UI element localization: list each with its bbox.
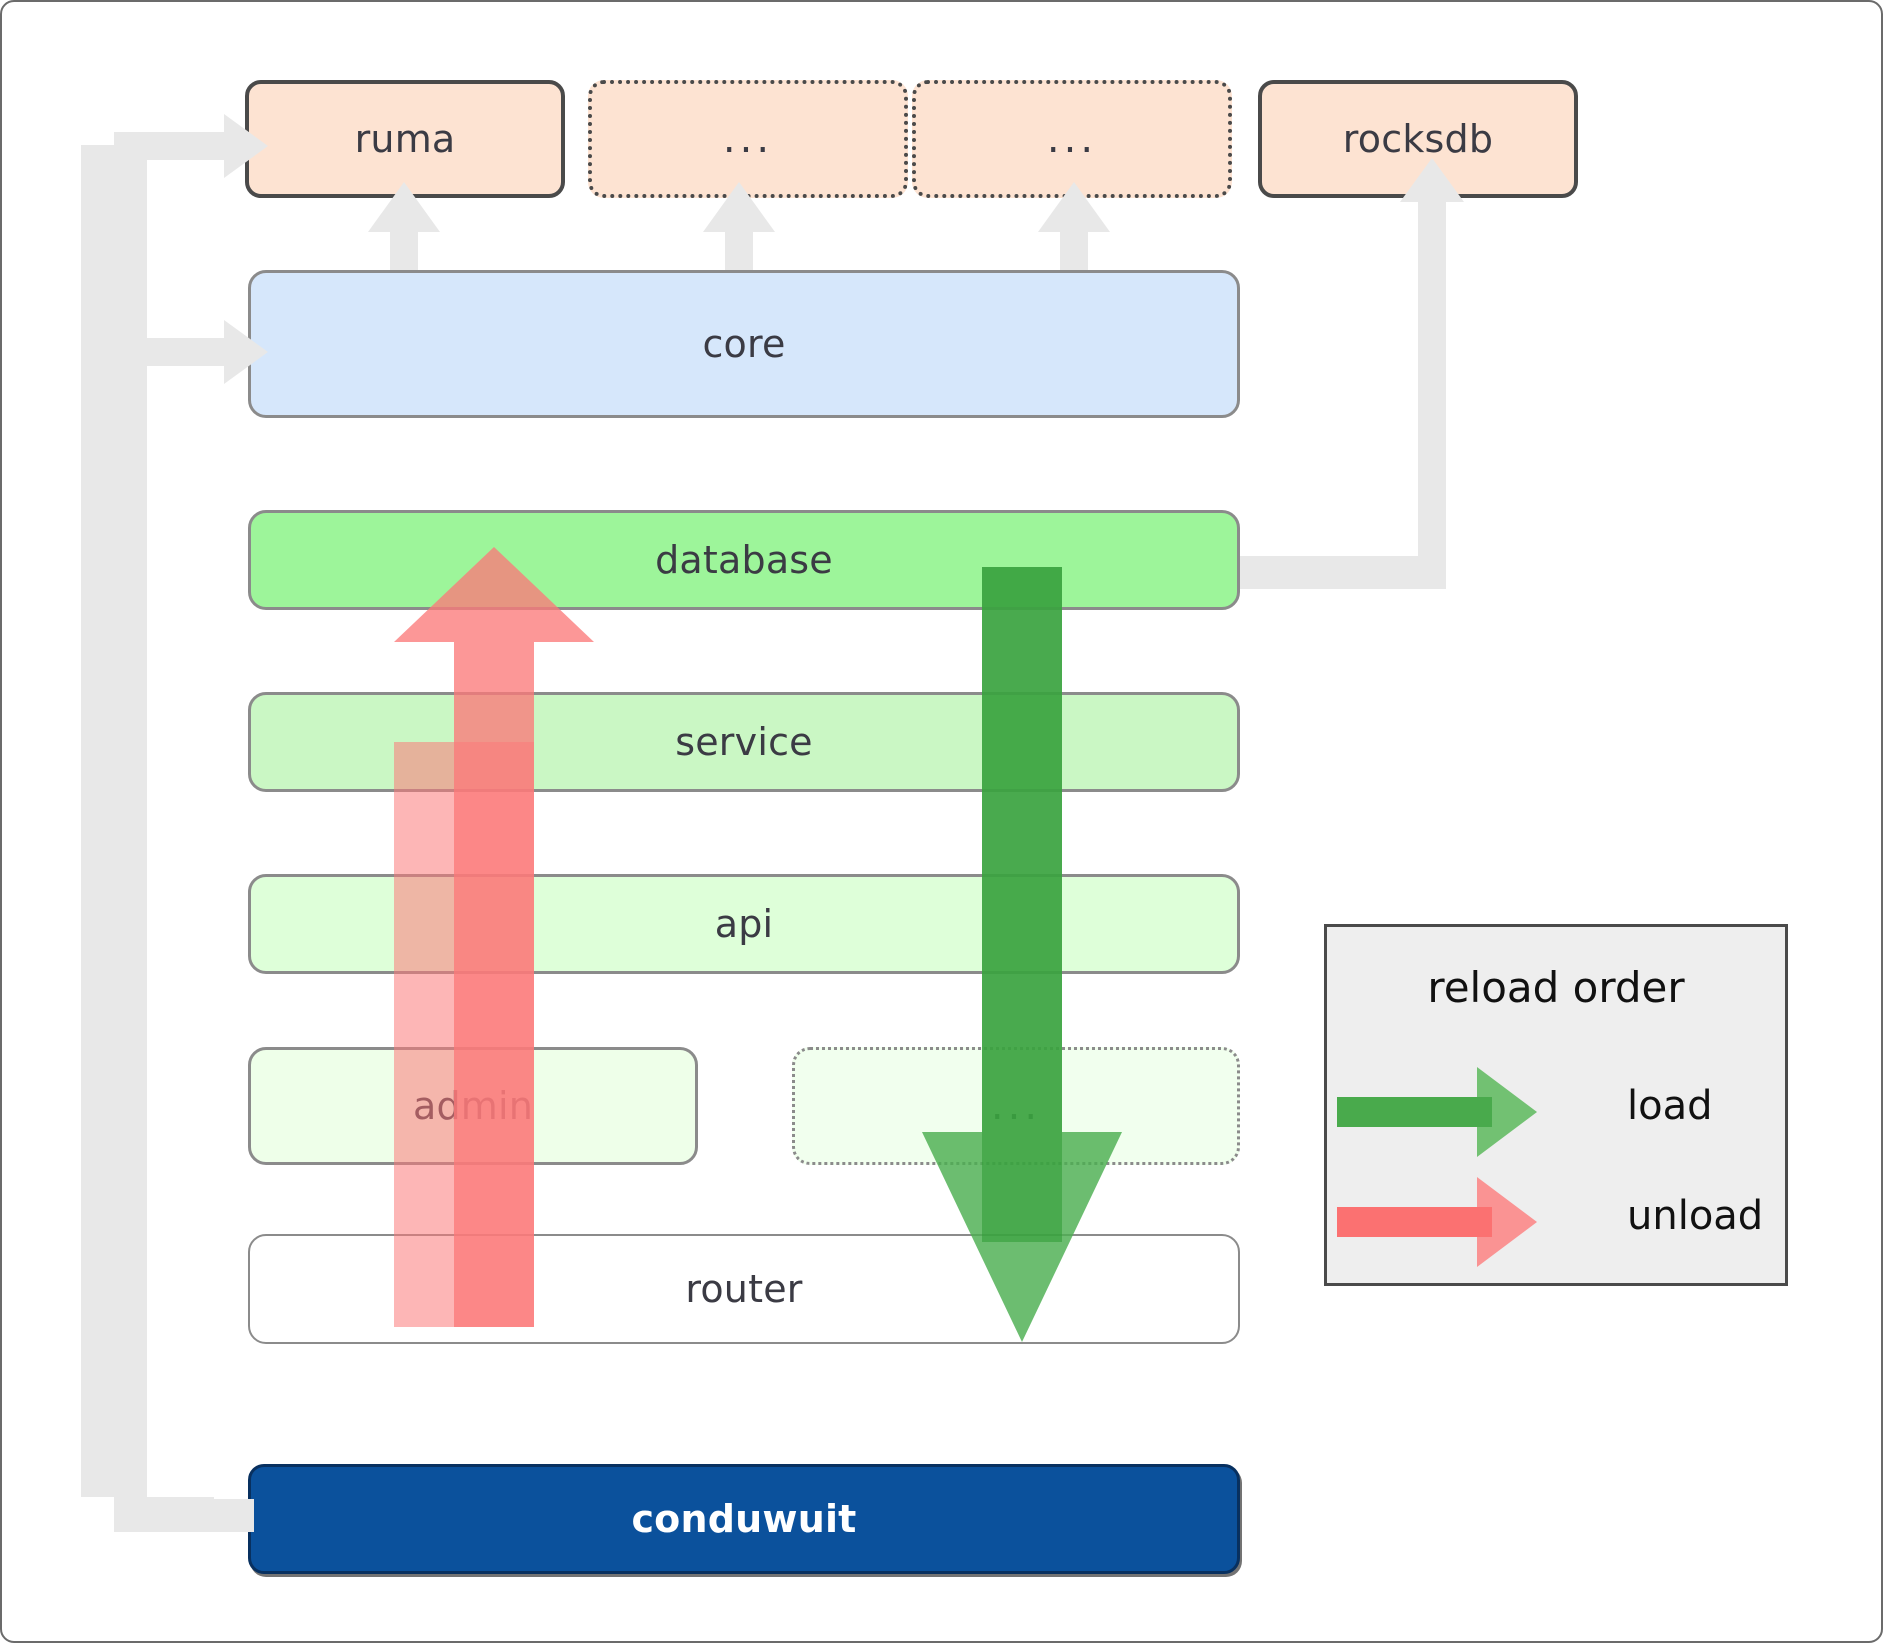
dependency-label-rocksdb: rocksdb	[1342, 117, 1494, 161]
dependency-label-ellipsis-1: ...	[722, 116, 774, 162]
legend-row-unload: unload	[1327, 1177, 1785, 1267]
layer-box-api[interactable]: api	[248, 874, 1240, 974]
legend-label-unload: unload	[1627, 1193, 1764, 1239]
legend-unload-arrow-icon	[1337, 1177, 1537, 1267]
conduwuit-to-deps-connector	[81, 145, 214, 1530]
legend-title: reload order	[1427, 963, 1685, 1012]
connector-arrow-core	[114, 320, 268, 384]
layer-label-database: database	[655, 538, 833, 582]
layer-label-router: router	[685, 1267, 803, 1311]
legend-panel: reload order load unload	[1324, 924, 1788, 1286]
connector-database-to-rocksdb	[1240, 158, 1464, 589]
layer-label-service: service	[675, 720, 813, 764]
layer-box-ellipsis[interactable]: ...	[792, 1047, 1240, 1165]
layer-label-admin: admin	[412, 1084, 534, 1128]
layer-label-ellipsis: ...	[990, 1083, 1042, 1129]
layer-label-core: core	[702, 322, 786, 366]
dependency-box-ellipsis-2[interactable]: ...	[912, 80, 1232, 198]
dependency-box-ellipsis-1[interactable]: ...	[588, 80, 908, 198]
layer-box-service[interactable]: service	[248, 692, 1240, 792]
layer-box-conduwuit[interactable]: conduwuit	[248, 1464, 1240, 1574]
dependency-label-ellipsis-2: ...	[1046, 116, 1098, 162]
layer-box-core[interactable]: core	[248, 270, 1240, 418]
layer-box-router[interactable]: router	[248, 1234, 1240, 1344]
legend-label-load: load	[1627, 1083, 1713, 1129]
layer-box-database[interactable]: database	[248, 510, 1240, 610]
layer-label-api: api	[714, 902, 774, 946]
dependency-box-rocksdb[interactable]: rocksdb	[1258, 80, 1578, 198]
layer-box-admin[interactable]: admin	[248, 1047, 698, 1165]
connector-elbow-conduwuit	[114, 1499, 254, 1532]
dependency-label-ruma: ruma	[354, 117, 456, 161]
dependency-box-ruma[interactable]: ruma	[245, 80, 565, 198]
legend-load-arrow-icon	[1337, 1067, 1537, 1157]
legend-row-load: load	[1327, 1067, 1785, 1157]
layer-label-conduwuit: conduwuit	[631, 1497, 857, 1541]
